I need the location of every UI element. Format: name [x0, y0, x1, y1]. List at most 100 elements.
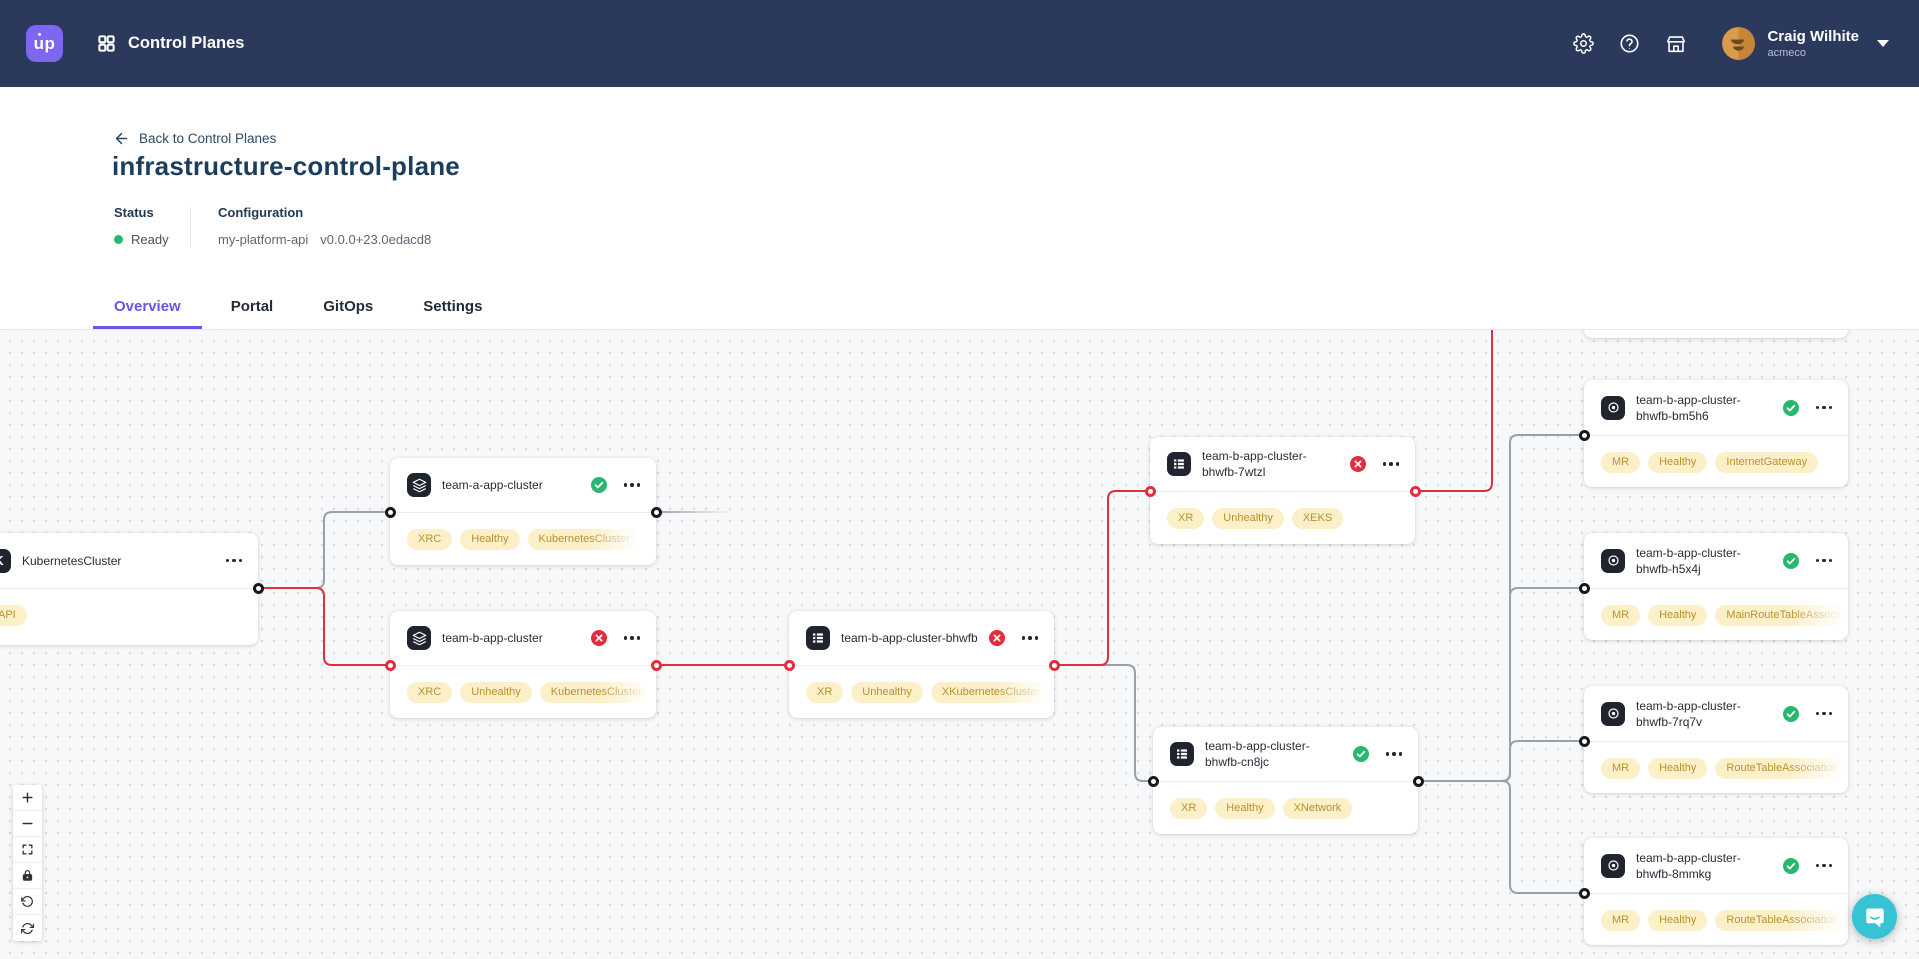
sync-icon[interactable]: [13, 915, 42, 941]
left-handle[interactable]: [1147, 775, 1159, 787]
tab-portal[interactable]: Portal: [230, 298, 274, 315]
arrow-left-icon: [113, 130, 130, 147]
node-divider: [390, 512, 656, 513]
left-handle[interactable]: [1578, 429, 1590, 441]
left-handle[interactable]: [384, 506, 396, 518]
graph-canvas[interactable]: K KubernetesCluster API team-a-app-clust…: [0, 330, 1919, 959]
healthy-status-icon: [1352, 746, 1369, 762]
zoom-in-icon[interactable]: [13, 785, 42, 811]
control-plane-meta: Status Ready Configuration my-platform-a…: [114, 205, 431, 247]
graph-edge-cn8jc-to-h5x4j: [1418, 587, 1584, 782]
upbound-logo-text: up: [33, 33, 56, 53]
node-title: team-b-app-cluster-bhwfb: [841, 631, 978, 645]
tag-pill: XKubernetesCluster: [930, 682, 1052, 703]
lock-icon[interactable]: [13, 863, 42, 889]
status-value: Ready: [131, 232, 169, 247]
chat-launcher[interactable]: [1852, 894, 1897, 939]
graph-edge-cn8jc-to-bm5h6: [1418, 434, 1584, 782]
top-navbar: up Control Planes: [0, 0, 1919, 87]
graph-edge-cn8jc-to-8mmkg: [1418, 780, 1584, 894]
node-divider: [1150, 491, 1415, 492]
healthy-status-icon: [1782, 705, 1799, 722]
meta-divider: [190, 207, 191, 247]
right-handle[interactable]: [252, 582, 264, 594]
node-menu-button[interactable]: [1377, 457, 1406, 471]
left-handle[interactable]: [783, 659, 795, 671]
node-divider: [390, 665, 656, 666]
tag-pill: MR: [1601, 452, 1641, 473]
page-context-title: Control Planes: [128, 34, 245, 52]
node-menu-button[interactable]: [1380, 747, 1409, 761]
zoom-out-icon[interactable]: [13, 811, 42, 837]
help-icon[interactable]: [1619, 33, 1640, 54]
node-divider: [1153, 781, 1418, 782]
tab-settings[interactable]: Settings: [423, 298, 483, 315]
tag-pill: MR: [1601, 910, 1641, 931]
node-menu-button[interactable]: [1016, 631, 1045, 645]
layers-icon: [407, 473, 431, 497]
node-title: team-b-app-cluster-bhwfb-bm5h6: [1636, 392, 1741, 423]
k8s-icon: K: [0, 548, 11, 573]
left-handle[interactable]: [1578, 887, 1590, 899]
node-menu-button[interactable]: [1810, 401, 1839, 415]
right-handle[interactable]: [650, 506, 662, 518]
tag-pill: RouteTableAssociation: [1715, 910, 1848, 931]
right-handle[interactable]: [1048, 659, 1060, 671]
target-icon: [1601, 548, 1625, 573]
configuration-name: my-platform-api: [218, 232, 309, 247]
marketplace-icon[interactable]: [1665, 33, 1687, 55]
node-title: team-b-app-cluster-bhwfb-7rq7v: [1636, 698, 1741, 729]
node-menu-button[interactable]: [1810, 554, 1839, 568]
settings-icon[interactable]: [1573, 33, 1595, 54]
tag-pill: RouteTableAssociation: [1715, 758, 1848, 779]
node-menu-button[interactable]: [618, 631, 647, 645]
right-handle[interactable]: [1409, 485, 1421, 497]
node-title: team-b-app-cluster-bhwfb-cn8jc: [1205, 739, 1310, 769]
node-menu-button[interactable]: [618, 478, 647, 492]
left-handle[interactable]: [1578, 582, 1590, 594]
tag-pill: API: [0, 605, 27, 626]
tag-pill: Healthy: [1648, 605, 1708, 626]
tag-pill: InternetGateway: [1715, 452, 1819, 473]
status-dot-icon: [114, 235, 123, 244]
left-handle[interactable]: [1144, 485, 1156, 497]
page-title: infrastructure-control-plane: [112, 151, 460, 181]
node-menu-button[interactable]: [1810, 707, 1839, 721]
user-menu[interactable]: Craig Wilhite acmeco: [1722, 27, 1889, 60]
tag-pill: XNetwork: [1282, 798, 1353, 819]
left-handle[interactable]: [1578, 735, 1590, 747]
node-menu-button[interactable]: [220, 554, 249, 568]
graph-edge-bhwfb-to-cn8jc: [1054, 664, 1153, 782]
right-handle[interactable]: [1412, 775, 1424, 787]
upbound-logo[interactable]: up: [26, 25, 63, 62]
table-icon: [1170, 742, 1194, 766]
graph-edge-bhwfb-to-7wtzl: [1054, 490, 1150, 666]
node-title: team-b-app-cluster-bhwfb-7wtzl: [1202, 449, 1307, 479]
configuration-version: v0.0.0+23.0edacd8: [320, 232, 432, 247]
table-icon: [1167, 452, 1191, 476]
graph-edge-cn8jc-to-7rq7v: [1418, 740, 1584, 782]
back-link[interactable]: Back to Control Planes: [113, 130, 276, 147]
right-handle[interactable]: [650, 659, 662, 671]
fit-view-icon[interactable]: [13, 837, 42, 863]
graph-node-partial[interactable]: [1584, 330, 1848, 338]
tab-gitops[interactable]: GitOps: [323, 298, 374, 315]
apps-grid-icon: [97, 34, 116, 53]
node-menu-button[interactable]: [1810, 859, 1839, 873]
healthy-status-icon: [1782, 399, 1799, 416]
tab-overview[interactable]: Overview: [93, 288, 202, 329]
graph-node-kubernetes-cluster[interactable]: K KubernetesCluster API: [0, 533, 264, 645]
left-handle[interactable]: [384, 659, 396, 671]
rotate-icon[interactable]: [13, 889, 42, 915]
